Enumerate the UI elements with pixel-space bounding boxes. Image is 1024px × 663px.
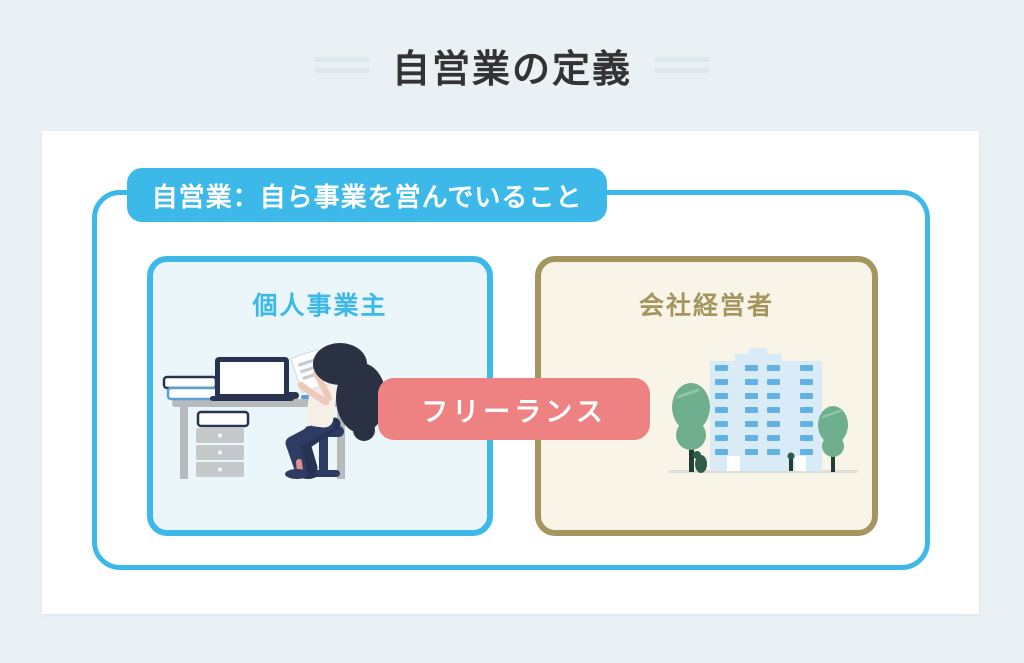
page-header: 自営業の定義 xyxy=(0,42,1024,91)
page-title: 自営業の定義 xyxy=(391,48,632,91)
tree-right-icon xyxy=(818,406,848,472)
company-owner-title: 会社経営者 xyxy=(638,292,774,320)
woman-working-at-desk-illustration xyxy=(162,343,386,479)
office-building-illustration xyxy=(668,348,858,473)
drawer-cabinet xyxy=(196,428,244,477)
tree-left-icon xyxy=(672,383,710,472)
freelance-badge: フリーランス xyxy=(378,378,650,440)
laptop-icon xyxy=(210,357,294,401)
bush-icon xyxy=(693,451,707,473)
sole-proprietor-title: 個人事業主 xyxy=(252,292,388,320)
small-figure-icon xyxy=(787,452,795,471)
title-decor-right-icon xyxy=(654,57,710,73)
hair xyxy=(313,343,386,441)
person xyxy=(285,343,386,479)
books-icon xyxy=(162,375,250,428)
door xyxy=(795,456,806,471)
door xyxy=(727,456,740,471)
title-decor-left-icon xyxy=(313,57,370,73)
definition-badge: 自営業：自ら事業を営んでいること xyxy=(127,168,607,222)
content-card: 自営業：自ら事業を営んでいること 個人事業主 xyxy=(42,131,979,614)
building-icon xyxy=(710,348,822,471)
